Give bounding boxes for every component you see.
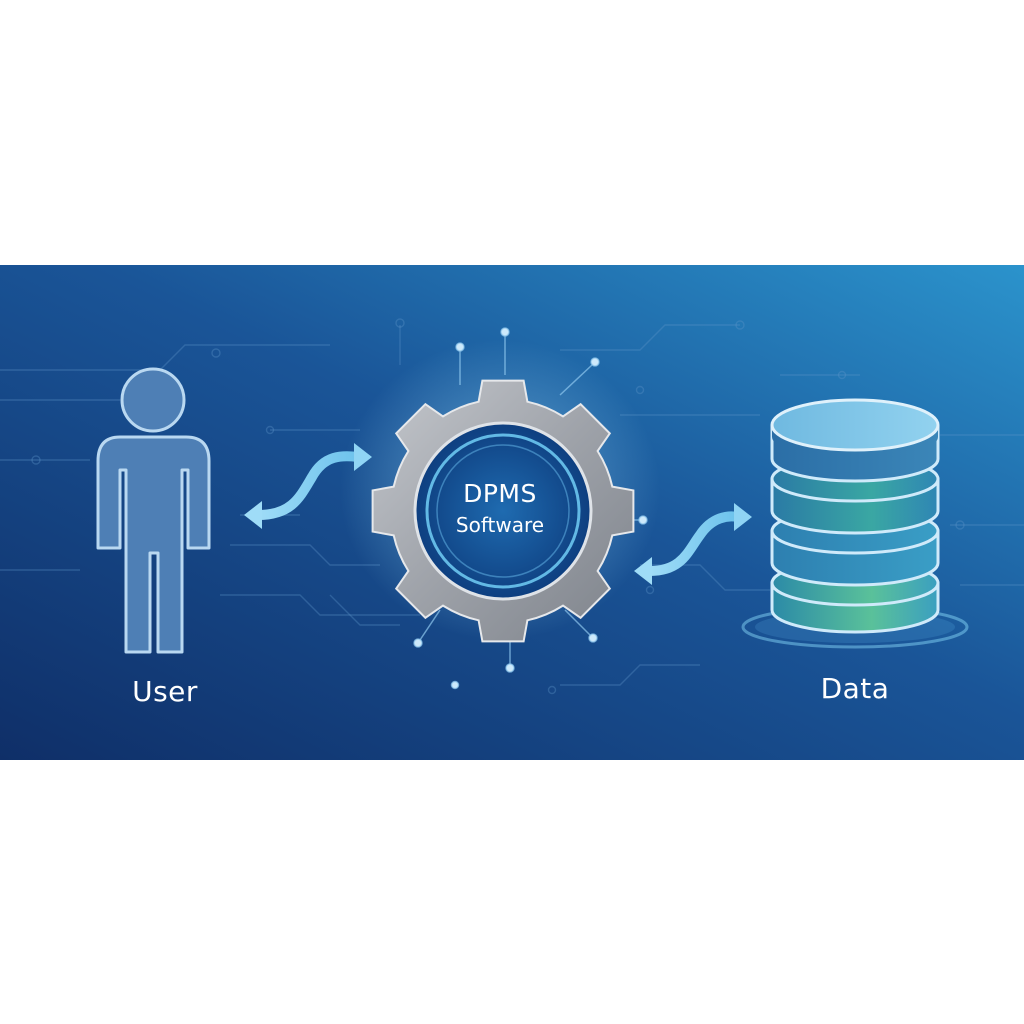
software-subtitle: Software [455, 513, 545, 537]
database-icon [741, 398, 969, 649]
diagram-banner: DPMS Software User Data [0, 265, 1024, 760]
bidirectional-arrow-icon [634, 503, 752, 585]
diagram-canvas [0, 265, 1024, 760]
circuit-traces [0, 318, 1024, 695]
gear-icon [371, 379, 635, 643]
person-icon [96, 367, 211, 654]
user-label: User [132, 675, 198, 708]
data-label: Data [820, 672, 890, 705]
gear-circuit-dots [413, 327, 648, 690]
software-title: DPMS [463, 479, 537, 508]
